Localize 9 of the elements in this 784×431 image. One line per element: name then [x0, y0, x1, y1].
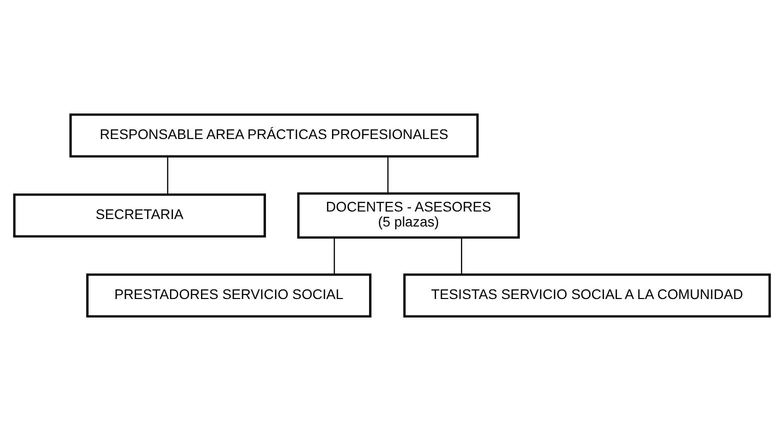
node-box: PRESTADORES SERVICIO SOCIAL — [86, 273, 372, 318]
connector — [387, 156, 389, 194]
node-box: RESPONSABLE AREA PRÁCTICAS PROFESIONALES — [69, 113, 479, 158]
connector — [334, 238, 335, 274]
node-box: TESISTAS SERVICIO SOCIAL A LA COMUNIDAD — [403, 273, 771, 318]
node-box: SECRETARIA — [13, 193, 266, 238]
connector — [167, 156, 168, 194]
node-box: DOCENTES - ASESORES (5 plazas) — [297, 192, 520, 239]
connector — [460, 238, 462, 274]
